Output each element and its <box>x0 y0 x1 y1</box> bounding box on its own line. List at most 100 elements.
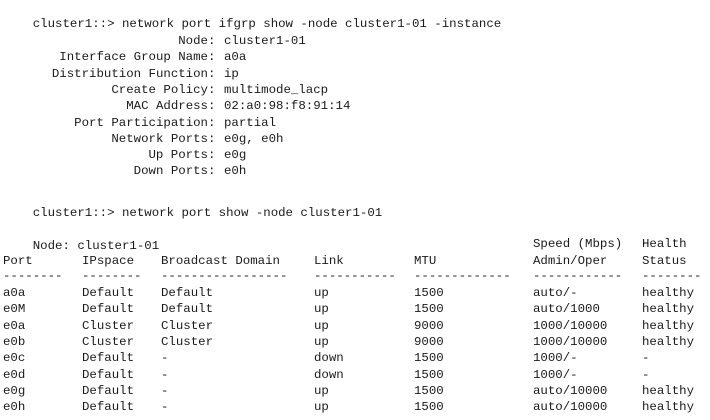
ifgrp-detail-colon: : <box>208 115 216 130</box>
table-cell-port: e0M <box>3 302 26 317</box>
table-cell-broadcast: Cluster <box>161 318 214 333</box>
ifgrp-detail-value: ip <box>224 66 239 81</box>
table-cell-broadcast: Default <box>161 302 214 317</box>
ifgrp-detail-label: Port Participation <box>74 115 208 130</box>
table-cell-health: healthy <box>642 400 695 415</box>
table-cell-link: up <box>314 302 329 317</box>
ifgrp-detail-colon: : <box>208 164 216 179</box>
ifgrp-detail-row: Create Policy:multimode_lacp <box>3 82 707 98</box>
table-cell-ipspace: Default <box>82 367 135 382</box>
ifgrp-detail-row: Up Ports:e0g <box>3 147 707 163</box>
ifgrp-detail-value: e0h <box>224 164 247 179</box>
command-line-port-show: cluster1::> network port show -node clus… <box>3 189 382 220</box>
table-cell-ipspace: Default <box>82 400 135 415</box>
terminal-output: cluster1::> network port ifgrp show -nod… <box>3 0 707 420</box>
table-cell-ipspace: Default <box>82 351 135 366</box>
ifgrp-detail-value: partial <box>224 115 277 130</box>
header-health-top: Health <box>642 237 687 251</box>
ifgrp-detail-row: Down Ports:e0h <box>3 163 707 179</box>
ifgrp-detail-colon: : <box>208 66 216 81</box>
ifgrp-detail-colon: : <box>208 82 216 97</box>
separator-broadcast: ----------------- <box>161 269 288 283</box>
separator-ipspace: -------- <box>82 269 142 283</box>
header-speed: Admin/Oper <box>533 254 608 268</box>
table-cell-mtu: 1500 <box>414 383 444 398</box>
table-cell-mtu: 1500 <box>414 351 444 366</box>
table-cell-mtu: 9000 <box>414 334 444 349</box>
table-separator: -------- -------- ----------------- ----… <box>3 268 707 284</box>
node-label: Node: cluster1-01 <box>32 239 160 253</box>
ifgrp-detail-label: Network Ports <box>111 131 208 146</box>
table-cell-ipspace: Default <box>82 302 135 317</box>
table-cell-link: up <box>314 400 329 415</box>
table-cell-broadcast: - <box>161 351 169 366</box>
command-line-ifgrp: cluster1::> network port ifgrp show -nod… <box>3 0 501 31</box>
ifgrp-detail-value: 02:a0:98:f8:91:14 <box>224 99 351 114</box>
table-row: e0c Default - down 1500 1000/- - <box>3 350 707 366</box>
header-broadcast-domain: Broadcast Domain <box>161 254 280 268</box>
table-cell-broadcast: - <box>161 400 169 415</box>
table-cell-mtu: 1500 <box>414 367 444 382</box>
ifgrp-detail-colon: : <box>208 99 216 114</box>
ifgrp-detail-colon: : <box>208 131 216 146</box>
table-cell-health: healthy <box>642 383 695 398</box>
ifgrp-detail-value: e0g <box>224 148 247 163</box>
ifgrp-detail-label: Interface Group Name <box>59 50 208 65</box>
node-line: Node: cluster1-01 <box>3 222 159 253</box>
table-cell-speed: 1000/10000 <box>533 334 608 349</box>
table-cell-ipspace: Default <box>82 383 135 398</box>
header-mtu: MTU <box>414 254 437 268</box>
table-cell-port: e0d <box>3 367 26 382</box>
header-speed-top: Speed (Mbps) <box>533 237 623 251</box>
table-cell-port: a0a <box>3 286 26 300</box>
table-cell-health: - <box>642 367 650 382</box>
ifgrp-detail-row: MAC Address:02:a0:98:f8:91:14 <box>3 98 707 114</box>
ifgrp-detail-colon: : <box>208 50 216 65</box>
table-cell-speed: auto/1000 <box>533 302 600 317</box>
command-text: cluster1::> network port show -node clus… <box>32 206 383 220</box>
command-text: cluster1::> network port ifgrp show -nod… <box>32 17 502 31</box>
table-cell-link: up <box>314 318 329 333</box>
table-cell-port: e0c <box>3 351 26 366</box>
header-ipspace: IPspace <box>82 254 135 268</box>
table-cell-speed: auto/10000 <box>533 383 608 398</box>
ifgrp-detail-row: Network Ports:e0g, e0h <box>3 131 707 147</box>
table-header: Port IPspace Broadcast Domain Link MTU A… <box>3 253 707 269</box>
table-cell-health: - <box>642 351 650 366</box>
header-link: Link <box>314 254 344 268</box>
table-header-top: Speed (Mbps) Health <box>3 236 707 252</box>
table-cell-health: healthy <box>642 302 695 317</box>
ifgrp-detail-label: Node <box>178 34 208 48</box>
ifgrp-detail-label: Distribution Function <box>51 66 208 81</box>
table-cell-health: healthy <box>642 318 695 333</box>
table-cell-speed: auto/- <box>533 286 578 300</box>
table-cell-mtu: 1500 <box>414 400 444 415</box>
table-cell-link: up <box>314 286 329 300</box>
table-cell-ipspace: Cluster <box>82 334 135 349</box>
table-cell-speed: 1000/10000 <box>533 318 608 333</box>
ifgrp-detail-colon: : <box>208 34 216 48</box>
table-cell-health: healthy <box>642 286 695 300</box>
ifgrp-detail-label: Up Ports <box>148 148 209 163</box>
table-cell-speed: auto/10000 <box>533 400 608 415</box>
table-cell-mtu: 1500 <box>414 286 444 300</box>
table-cell-port: e0b <box>3 334 26 349</box>
header-health: Status <box>642 254 687 268</box>
table-cell-broadcast: - <box>161 383 169 398</box>
table-cell-speed: 1000/- <box>533 351 578 366</box>
separator-mtu: ------------- <box>414 269 511 283</box>
separator-link: ----------- <box>314 269 396 283</box>
table-cell-broadcast: - <box>161 367 169 382</box>
table-cell-link: down <box>314 351 344 366</box>
ifgrp-detail-label: Create Policy <box>111 82 208 97</box>
table-cell-speed: 1000/- <box>533 367 578 382</box>
ifgrp-detail-row: Port Participation: partial <box>3 115 707 131</box>
separator-health: -------- <box>642 269 702 283</box>
